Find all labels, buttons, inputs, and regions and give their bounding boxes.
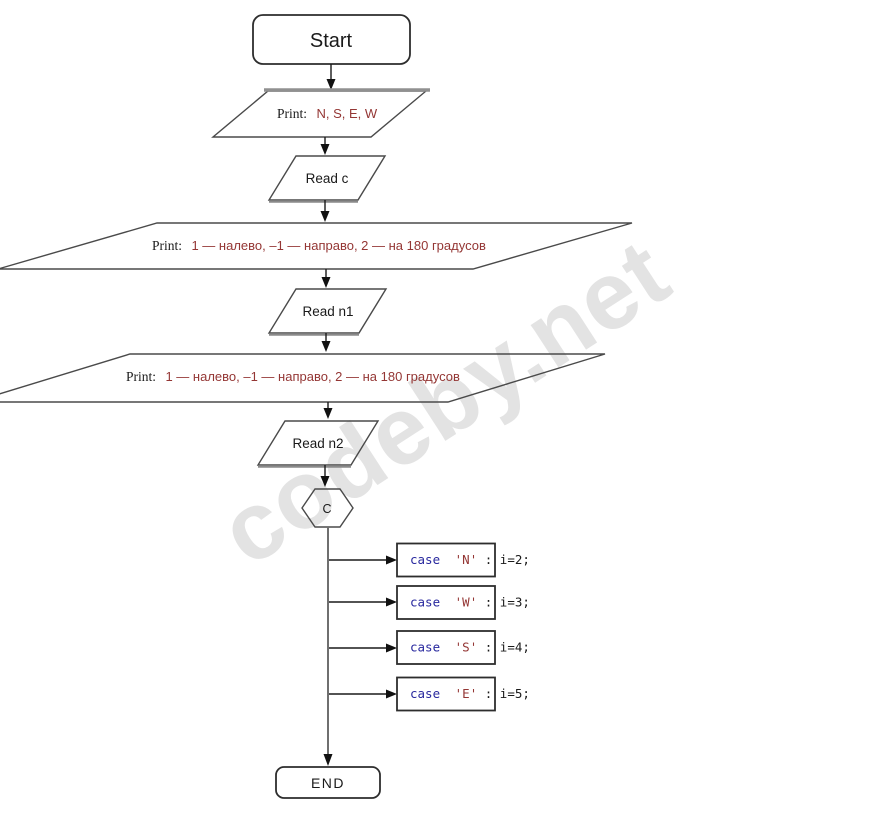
arrowhead-down-icon xyxy=(321,277,331,288)
node-print-turn-1: Print: 1 — налево, –1 — направо, 2 — на … xyxy=(0,222,633,270)
node-read-n1: Read n1 xyxy=(267,288,388,336)
arrowhead-down-icon xyxy=(320,476,330,487)
arrow-readn2-to-connector xyxy=(320,465,330,487)
read-n1-label: Read n1 xyxy=(302,304,353,319)
case-s-shape xyxy=(396,630,496,665)
node-connector-c: C xyxy=(301,488,354,528)
arrowhead-right-icon xyxy=(386,689,397,699)
case-w-shape xyxy=(396,585,496,620)
arrow-start-to-print xyxy=(326,64,336,90)
arrow-print2-to-readn2 xyxy=(323,402,333,419)
print-turn-1-shape xyxy=(0,222,633,270)
case-e-shape xyxy=(396,676,496,712)
arrow-readc-to-print1 xyxy=(320,200,330,222)
print-turn-2-text: Print: 1 — налево, –1 — направо, 2 — на … xyxy=(126,368,460,385)
print-turn-1-text: Print: 1 — налево, –1 — направо, 2 — на … xyxy=(152,237,486,254)
trunk-line xyxy=(323,527,333,766)
arrowhead-down-icon xyxy=(323,408,333,419)
print-directions-text: Print: N, S, E, W xyxy=(277,105,378,122)
node-case-w: case 'W' : i=3; xyxy=(396,585,530,620)
node-end: END xyxy=(275,766,381,799)
start-label: Start xyxy=(310,30,353,52)
node-case-s: case 'S' : i=4; xyxy=(396,630,530,665)
print-turn-2-shape xyxy=(0,353,606,403)
arrowhead-down-icon xyxy=(321,341,331,352)
case-n-shape xyxy=(396,542,496,578)
node-case-e: case 'E' : i=5; xyxy=(396,676,530,712)
node-read-n2: Read n2 xyxy=(256,420,380,468)
case-n-text: case 'N' : i=2; xyxy=(410,552,530,567)
read-n2-label: Read n2 xyxy=(292,436,343,451)
arrowhead-right-icon xyxy=(386,597,397,607)
connector-hexagon-shape xyxy=(301,488,354,528)
arrowhead-down-icon xyxy=(320,211,330,222)
end-label: END xyxy=(311,775,345,791)
connector-label: C xyxy=(322,502,331,516)
branch-arrow-case-n xyxy=(329,555,397,565)
arrowhead-down-icon xyxy=(323,754,333,766)
node-read-c: Read c xyxy=(267,155,387,203)
arrow-readn1-to-print2 xyxy=(321,333,331,352)
read-c-shape xyxy=(267,155,387,201)
node-print-turn-2: Print: 1 — налево, –1 — направо, 2 — на … xyxy=(0,353,606,403)
arrow-print-to-readc xyxy=(320,137,330,155)
end-terminator-shape xyxy=(275,766,381,799)
read-n1-shape xyxy=(267,288,388,334)
branch-arrow-case-w xyxy=(329,597,397,607)
arrowhead-right-icon xyxy=(386,643,397,653)
branch-arrow-case-s xyxy=(329,643,397,653)
node-print-directions: Print: N, S, E, W xyxy=(211,88,430,138)
arrowhead-down-icon xyxy=(326,79,336,90)
case-w-text: case 'W' : i=3; xyxy=(410,595,530,610)
arrowhead-down-icon xyxy=(320,144,330,155)
branch-arrow-case-e xyxy=(329,689,397,699)
arrow-print1-to-readn1 xyxy=(321,269,331,288)
node-case-n: case 'N' : i=2; xyxy=(396,542,530,578)
read-n2-shape xyxy=(256,420,380,466)
case-e-text: case 'E' : i=5; xyxy=(410,686,530,701)
arrowhead-right-icon xyxy=(386,555,397,565)
read-c-label: Read c xyxy=(306,171,349,186)
node-start: Start xyxy=(252,14,411,65)
case-s-text: case 'S' : i=4; xyxy=(410,640,530,655)
